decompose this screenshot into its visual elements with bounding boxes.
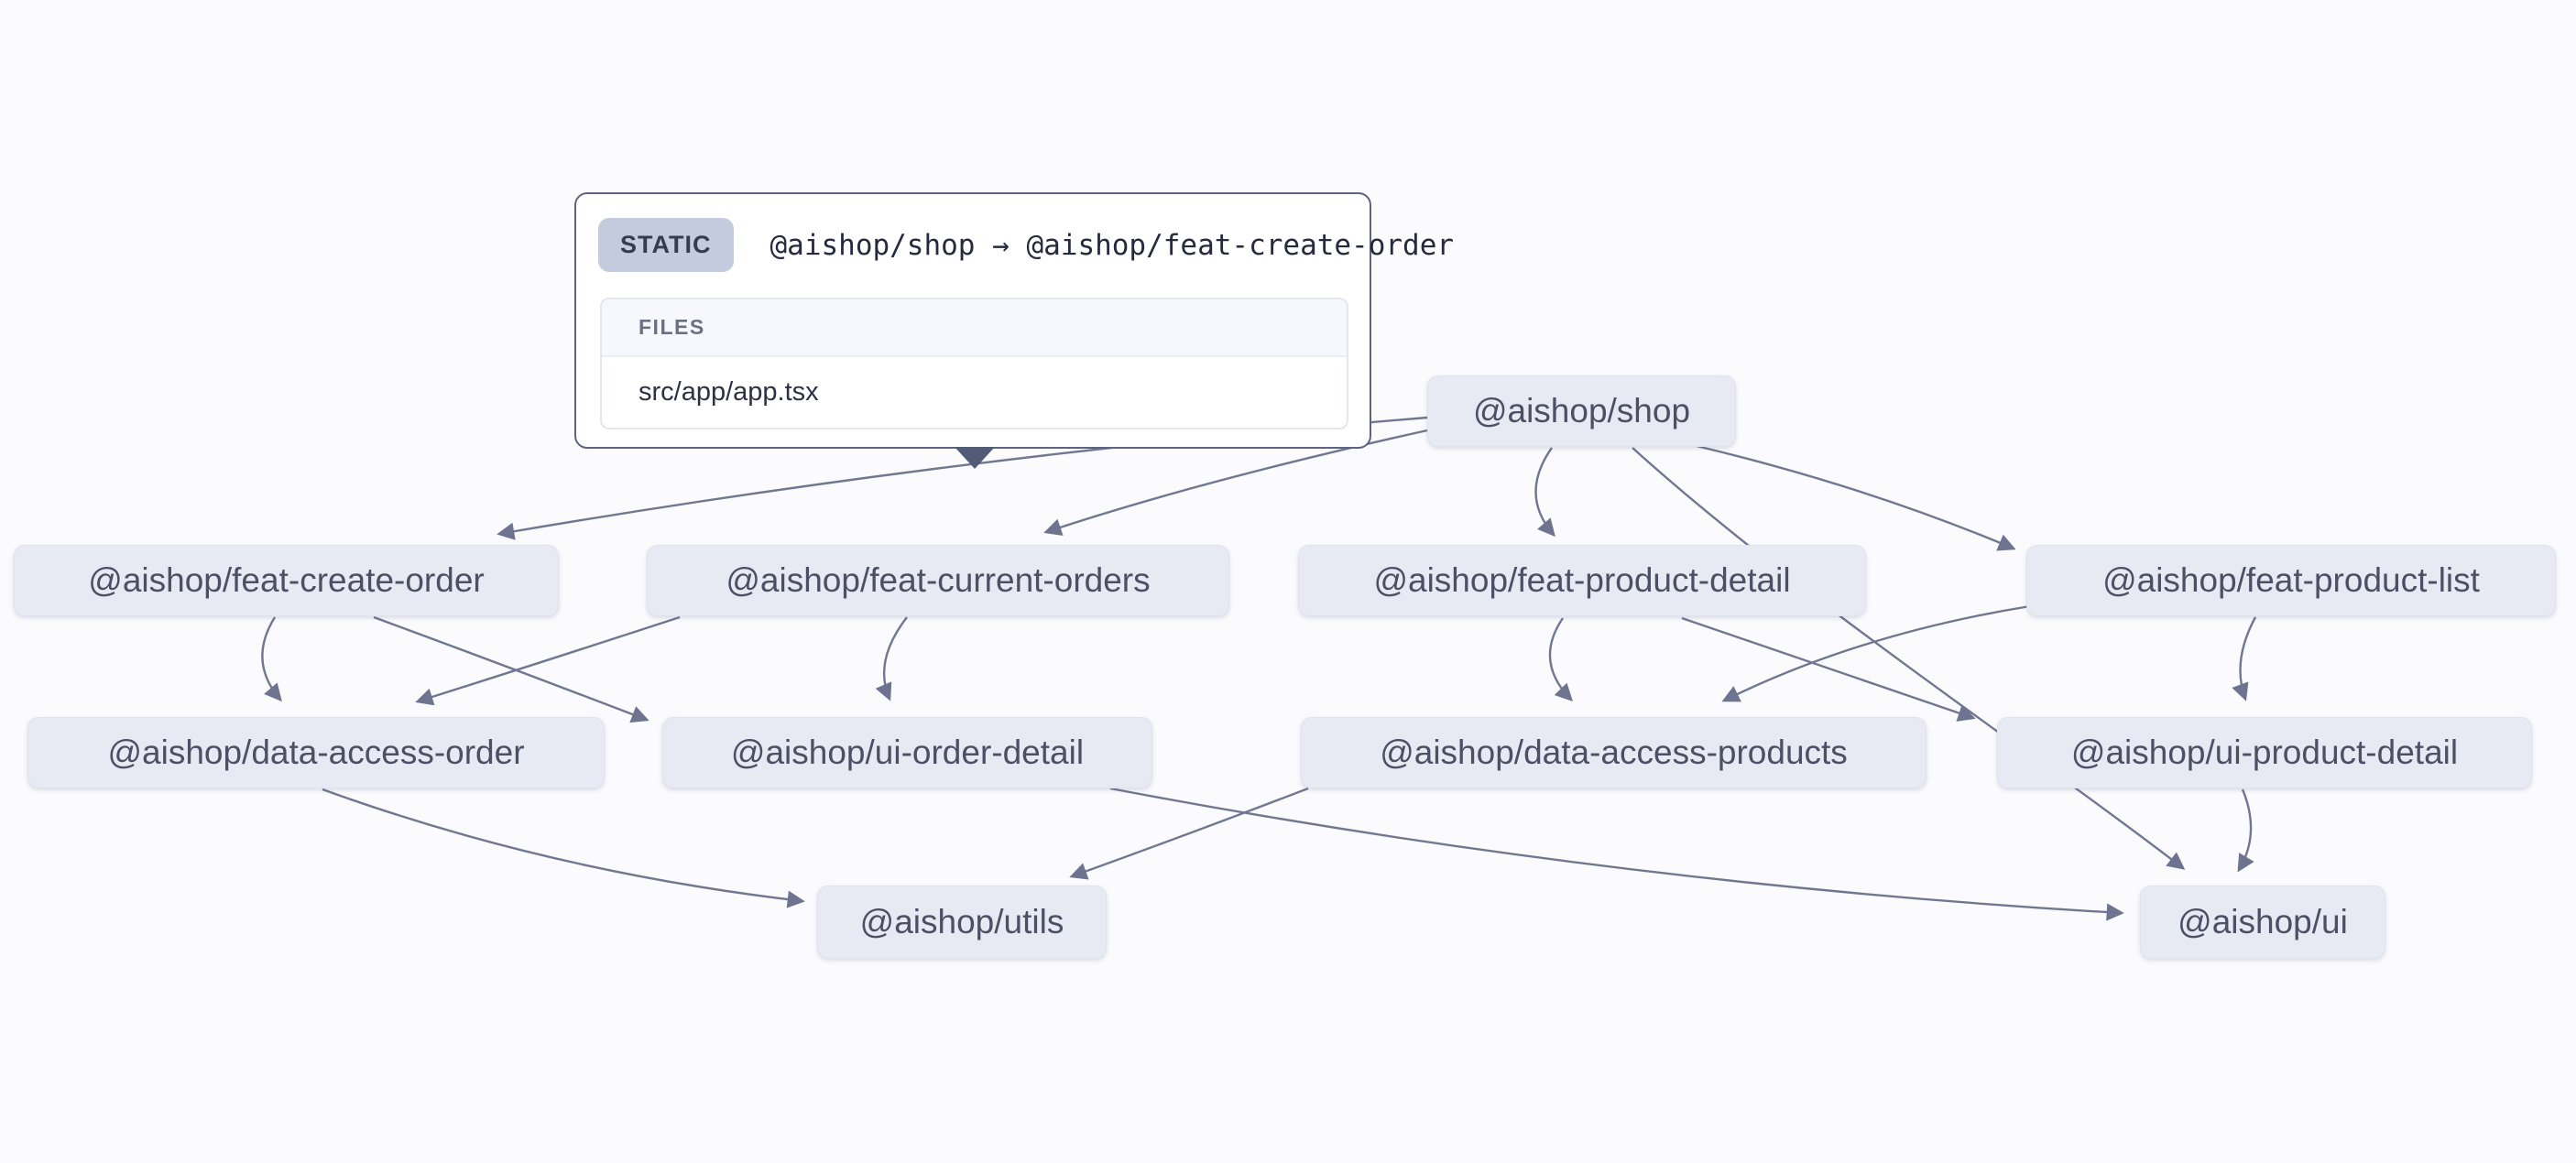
edge-type-badge: STATIC <box>598 218 734 272</box>
file-list-item: src/app/app.tsx <box>639 377 819 407</box>
files-header: FILES <box>602 299 1347 357</box>
edge-label: @aishop/shop → @aishop/feat-create-order <box>770 228 1455 262</box>
graph-node-shop[interactable]: @aishop/shop <box>1427 375 1736 447</box>
graph-node-feat-product-detail[interactable]: @aishop/feat-product-detail <box>1298 545 1866 616</box>
graph-node-data-access-order[interactable]: @aishop/data-access-order <box>27 717 605 788</box>
graph-node-feat-current-orders[interactable]: @aishop/feat-current-orders <box>647 545 1229 616</box>
edge-feat-product-list-data-access-products[interactable] <box>1721 604 2031 702</box>
edge-feat-create-order-ui-order-detail[interactable] <box>373 615 649 723</box>
edge-feat-create-order-data-access-order[interactable] <box>261 616 282 702</box>
edge-feat-current-orders-ui-order-detail[interactable] <box>875 616 908 701</box>
graph-node-data-access-products[interactable]: @aishop/data-access-products <box>1301 717 1927 788</box>
edge-tooltip: STATIC @aishop/shop → @aishop/feat-creat… <box>574 192 1454 469</box>
files-box: FILES src/app/app.tsx <box>600 298 1348 429</box>
tooltip-pointer-icon <box>955 447 995 469</box>
edge-shop-feat-product-list[interactable] <box>1696 444 2016 551</box>
edge-ui-order-detail-ui[interactable] <box>1109 787 2124 921</box>
graph-node-ui[interactable]: @aishop/ui <box>2140 886 2385 959</box>
edge-shop-feat-product-detail[interactable] <box>1534 447 1555 538</box>
edge-tooltip-header: STATIC @aishop/shop → @aishop/feat-creat… <box>576 194 1454 272</box>
edge-feat-current-orders-data-access-order[interactable] <box>415 615 681 706</box>
graph-node-feat-create-order[interactable]: @aishop/feat-create-order <box>14 545 559 616</box>
edge-data-access-order-utils[interactable] <box>322 788 805 908</box>
edge-feat-product-list-ui-product-detail[interactable] <box>2232 616 2257 701</box>
edge-shop-ui[interactable] <box>1632 447 2186 870</box>
graph-node-ui-order-detail[interactable]: @aishop/ui-order-detail <box>662 717 1152 788</box>
edge-ui-product-detail-ui[interactable] <box>2237 788 2254 873</box>
edge-data-access-products-utils[interactable] <box>1069 787 1309 880</box>
graph-node-utils[interactable]: @aishop/utils <box>817 886 1107 959</box>
edge-feat-product-detail-ui-product-detail[interactable] <box>1681 616 1976 722</box>
edge-feat-product-detail-data-access-products[interactable] <box>1548 617 1574 702</box>
graph-node-ui-product-detail[interactable]: @aishop/ui-product-detail <box>1997 717 2532 788</box>
graph-node-feat-product-list[interactable]: @aishop/feat-product-list <box>2026 545 2556 616</box>
